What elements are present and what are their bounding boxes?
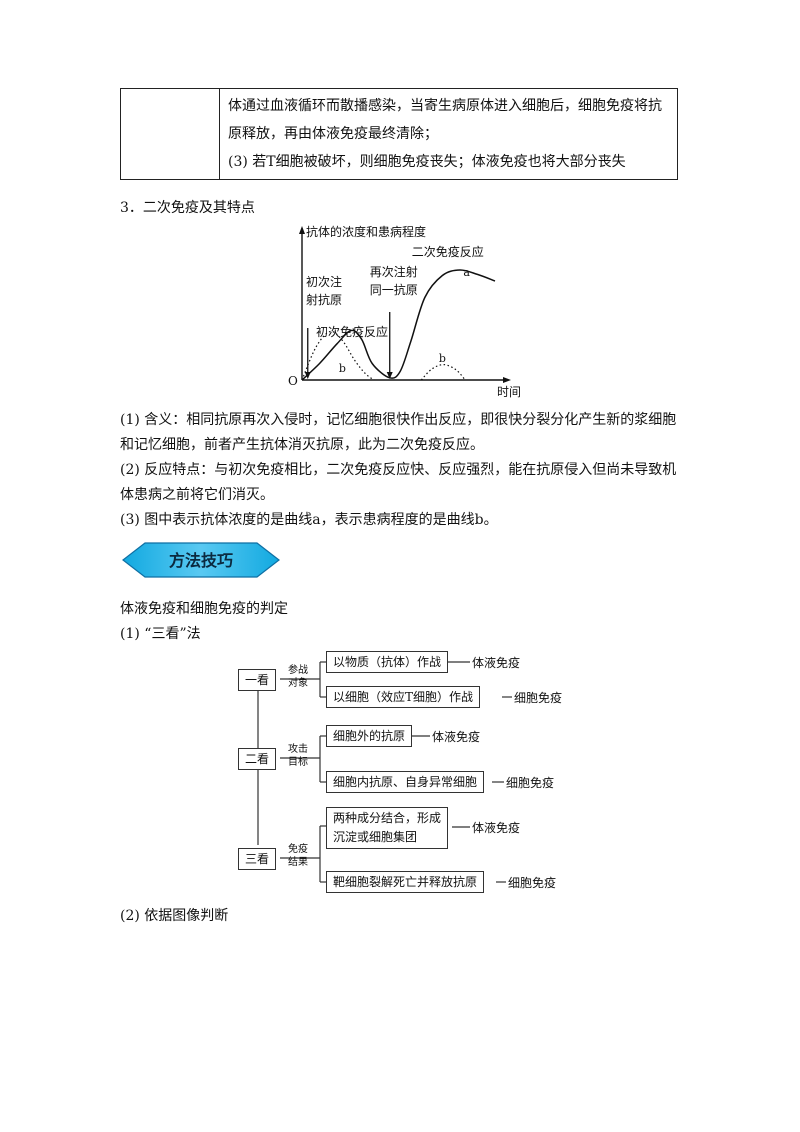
criterion-3-label: 免疫 结果 xyxy=(286,843,310,869)
criterion-3-line-1: 免疫 xyxy=(288,844,308,855)
origin-label: O xyxy=(288,374,298,388)
method-banner: 方法技巧 xyxy=(122,542,280,578)
curve-b-label-1: b xyxy=(339,362,346,375)
criterion-1-line-2: 对象 xyxy=(288,678,308,689)
result-humoral-3: 体液免疫 xyxy=(472,821,521,835)
second-injection-arrowhead xyxy=(386,372,393,379)
method-sub-1: (1) “三看”法 xyxy=(120,626,201,642)
primary-response-label: 初次免疫反应 xyxy=(316,324,388,339)
result-humoral-2: 体液免疫 xyxy=(432,730,481,744)
table-text-cell: 体通过血液循环而散播感染，当寄生病原体进入细胞后，细胞免疫将抗 原释放，再由体液… xyxy=(219,88,678,180)
table-line-3: (3) 若T细胞被破坏，则细胞免疫丧失；体液免疫也将大部分丧失 xyxy=(228,154,626,170)
first-injection-label-2: 射抗原 xyxy=(306,292,342,307)
three-look-diagram: 一看 二看 三看 参战 对象 攻击 目标 免疫 结果 以物质（抗体）作战 以细胞… xyxy=(230,650,590,898)
immunity-table: 体通过血液循环而散播感染，当寄生病原体进入细胞后，细胞免疫将抗 原释放，再由体液… xyxy=(120,88,678,180)
para-1-line-1: (1) 含义：相同抗原再次入侵时，记忆细胞很快作出反应，即很快分裂分化产生新的浆… xyxy=(120,412,677,428)
box-target-cell-lysis: 靶细胞裂解死亡并释放抗原 xyxy=(326,871,485,893)
criterion-3-line-2: 结果 xyxy=(288,857,308,868)
banner-shape xyxy=(122,542,280,578)
series-a-0 xyxy=(301,269,496,381)
first-injection-label-1: 初次注 xyxy=(306,274,342,289)
box-precipitate-line-2: 沉淀或细胞集团 xyxy=(333,830,418,844)
criterion-2-line-1: 攻击 xyxy=(288,744,308,755)
banner-label: 方法技巧 xyxy=(169,551,233,570)
box-precipitate: 两种成分结合，形成 沉淀或细胞集团 xyxy=(326,807,449,849)
result-cellular-3: 细胞免疫 xyxy=(508,876,557,890)
result-humoral-1: 体液免疫 xyxy=(472,656,521,670)
result-cellular-1: 细胞免疫 xyxy=(514,691,563,705)
method-title: 体液免疫和细胞免疫的判定 xyxy=(120,601,288,617)
box-extracellular-antigen: 细胞外的抗原 xyxy=(326,725,413,747)
y-axis-arrow xyxy=(299,226,305,234)
series-b-1 xyxy=(301,330,375,381)
criterion-2-line-2: 目标 xyxy=(288,757,308,768)
method-sub-2: (2) 依据图像判断 xyxy=(120,908,229,924)
para-2-line-2: 体患病之前将它们消灭。 xyxy=(120,487,274,503)
para-2-line-1: (2) 反应特点：与初次免疫相比，二次免疫反应快、反应强烈，能在抗原侵入但尚未导… xyxy=(120,462,677,478)
criterion-2-label: 攻击 目标 xyxy=(286,743,310,769)
second-injection-label-1: 再次注射 xyxy=(370,264,418,279)
result-cellular-2: 细胞免疫 xyxy=(506,776,555,790)
table-line-2: 原释放，再由体液免疫最终清除； xyxy=(228,126,438,142)
section-3-heading: 3．二次免疫及其特点 xyxy=(120,200,255,216)
box-intracellular-antigen: 细胞内抗原、自身异常细胞 xyxy=(326,771,485,793)
curve-a-label: a xyxy=(463,266,470,279)
look-1-box: 一看 xyxy=(238,669,277,691)
curve-b-label-2: b xyxy=(439,352,446,365)
secondary-response-label: 二次免疫反应 xyxy=(412,244,484,259)
x-axis-arrow xyxy=(503,377,511,383)
x-axis-label: 时间 xyxy=(497,385,521,398)
box-antibody-combat: 以物质（抗体）作战 xyxy=(326,651,449,673)
series-b-2 xyxy=(420,363,466,381)
first-injection-arrowhead xyxy=(304,372,311,379)
table-line-1: 体通过血液循环而散播感染，当寄生病原体进入细胞后，细胞免疫将抗 xyxy=(228,98,662,114)
look-2-box: 二看 xyxy=(238,748,277,770)
look-3-box: 三看 xyxy=(238,848,277,870)
para-1-line-2: 和记忆细胞，前者产生抗体消灭抗原，此为二次免疫反应。 xyxy=(120,437,484,453)
criterion-1-line-1: 参战 xyxy=(288,665,308,676)
box-precipitate-line-1: 两种成分结合，形成 xyxy=(333,811,442,825)
box-cell-combat: 以细胞（效应T细胞）作战 xyxy=(326,686,481,708)
table-empty-cell xyxy=(120,88,220,180)
second-injection-label-2: 同一抗原 xyxy=(370,282,418,297)
para-3: (3) 图中表示抗体浓度的是曲线a，表示患病程度的是曲线b。 xyxy=(120,512,498,528)
criterion-1-label: 参战 对象 xyxy=(286,664,310,690)
y-axis-label: 抗体的浓度和患病程度 xyxy=(306,224,426,239)
